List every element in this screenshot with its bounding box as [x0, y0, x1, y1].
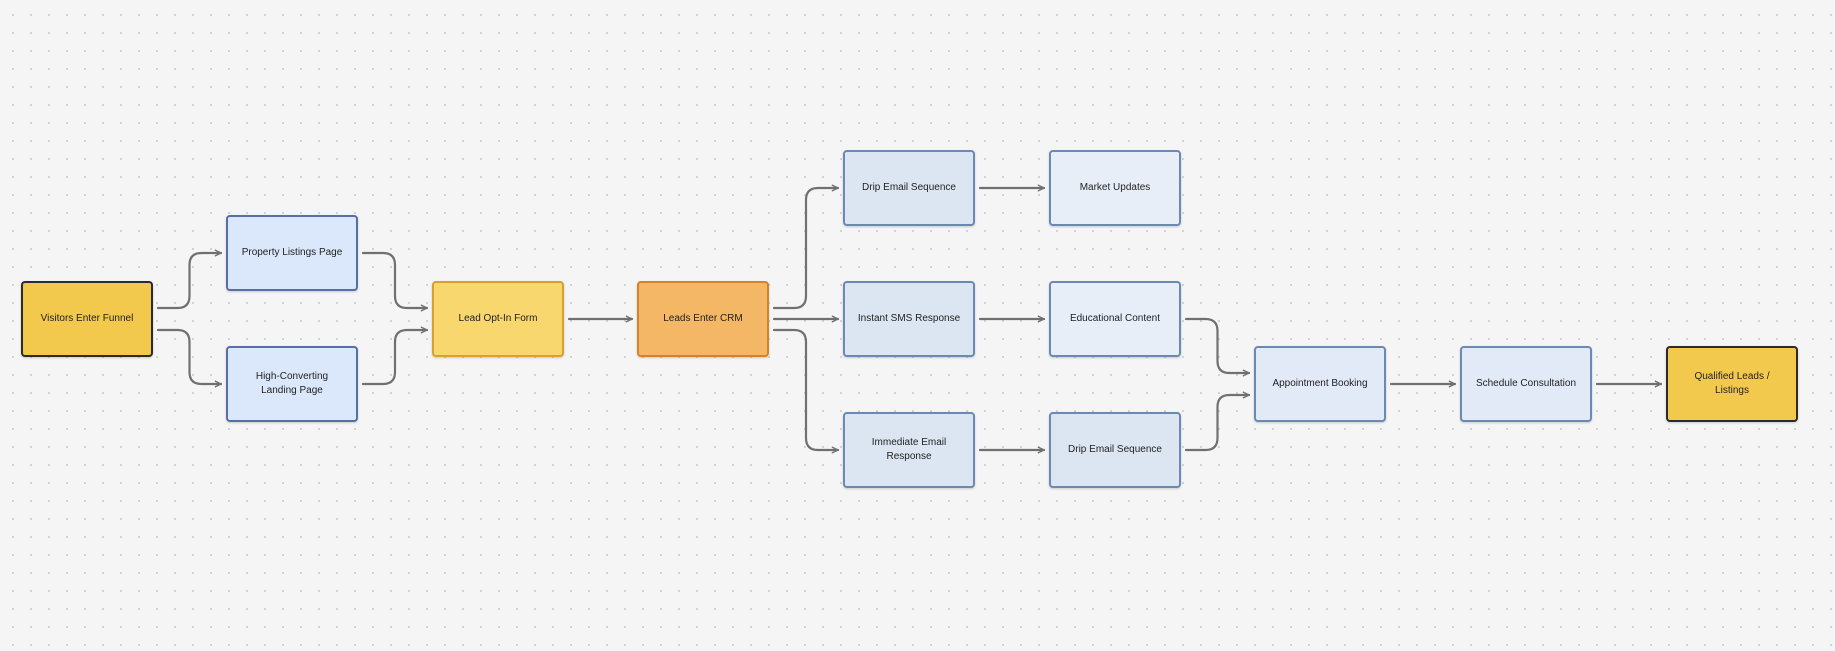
node-label: Leads Enter CRM: [663, 313, 743, 324]
connector-visitors-to-landing: [156, 328, 223, 388]
node-visitors-enter-funnel[interactable]: Visitors Enter Funnel: [21, 281, 153, 357]
node-drip-email-sequence-1[interactable]: Drip Email Sequence: [843, 150, 975, 226]
connector-educational-to-appointment: [1184, 317, 1251, 377]
connector-landing-to-optin: [361, 326, 429, 386]
connector-visitors-to-listings: [156, 249, 223, 310]
node-label: Appointment Booking: [1272, 378, 1368, 389]
node-market-updates[interactable]: Market Updates: [1049, 150, 1181, 226]
connector-crm-to-drip1: [772, 184, 840, 310]
node-immediate-email-response[interactable]: Immediate Email Response: [843, 412, 975, 488]
node-qualified-leads-listings[interactable]: Qualified Leads / Listings: [1666, 346, 1798, 422]
connector-drip2-to-appointment: [1184, 391, 1251, 452]
node-instant-sms-response[interactable]: Instant SMS Response: [843, 281, 975, 357]
node-label: Drip Email Sequence: [1068, 444, 1162, 455]
node-label: Immediate Email Response: [871, 437, 947, 462]
node-label: Drip Email Sequence: [862, 182, 956, 193]
node-label: Market Updates: [1079, 182, 1151, 193]
node-label: High-Converting Landing Page: [255, 371, 329, 396]
node-leads-enter-crm[interactable]: Leads Enter CRM: [637, 281, 769, 357]
node-schedule-consultation[interactable]: Schedule Consultation: [1460, 346, 1592, 422]
node-property-listings-page[interactable]: Property Listings Page: [226, 215, 358, 291]
node-label: Lead Opt-In Form: [458, 313, 538, 324]
node-label: Instant SMS Response: [857, 313, 961, 324]
node-educational-content[interactable]: Educational Content: [1049, 281, 1181, 357]
node-drip-email-sequence-2[interactable]: Drip Email Sequence: [1049, 412, 1181, 488]
node-label: Property Listings Page: [241, 247, 343, 258]
connector-listings-to-optin: [361, 251, 429, 312]
node-lead-opt-in-form[interactable]: Lead Opt-In Form: [432, 281, 564, 357]
node-label: Visitors Enter Funnel: [40, 313, 134, 324]
node-high-converting-landing-page[interactable]: High-Converting Landing Page: [226, 346, 358, 422]
node-label: Schedule Consultation: [1475, 378, 1577, 389]
connector-crm-to-immediate: [772, 328, 840, 454]
node-label: Qualified Leads / Listings: [1694, 371, 1770, 396]
node-appointment-booking[interactable]: Appointment Booking: [1254, 346, 1386, 422]
node-label: Educational Content: [1069, 313, 1161, 324]
